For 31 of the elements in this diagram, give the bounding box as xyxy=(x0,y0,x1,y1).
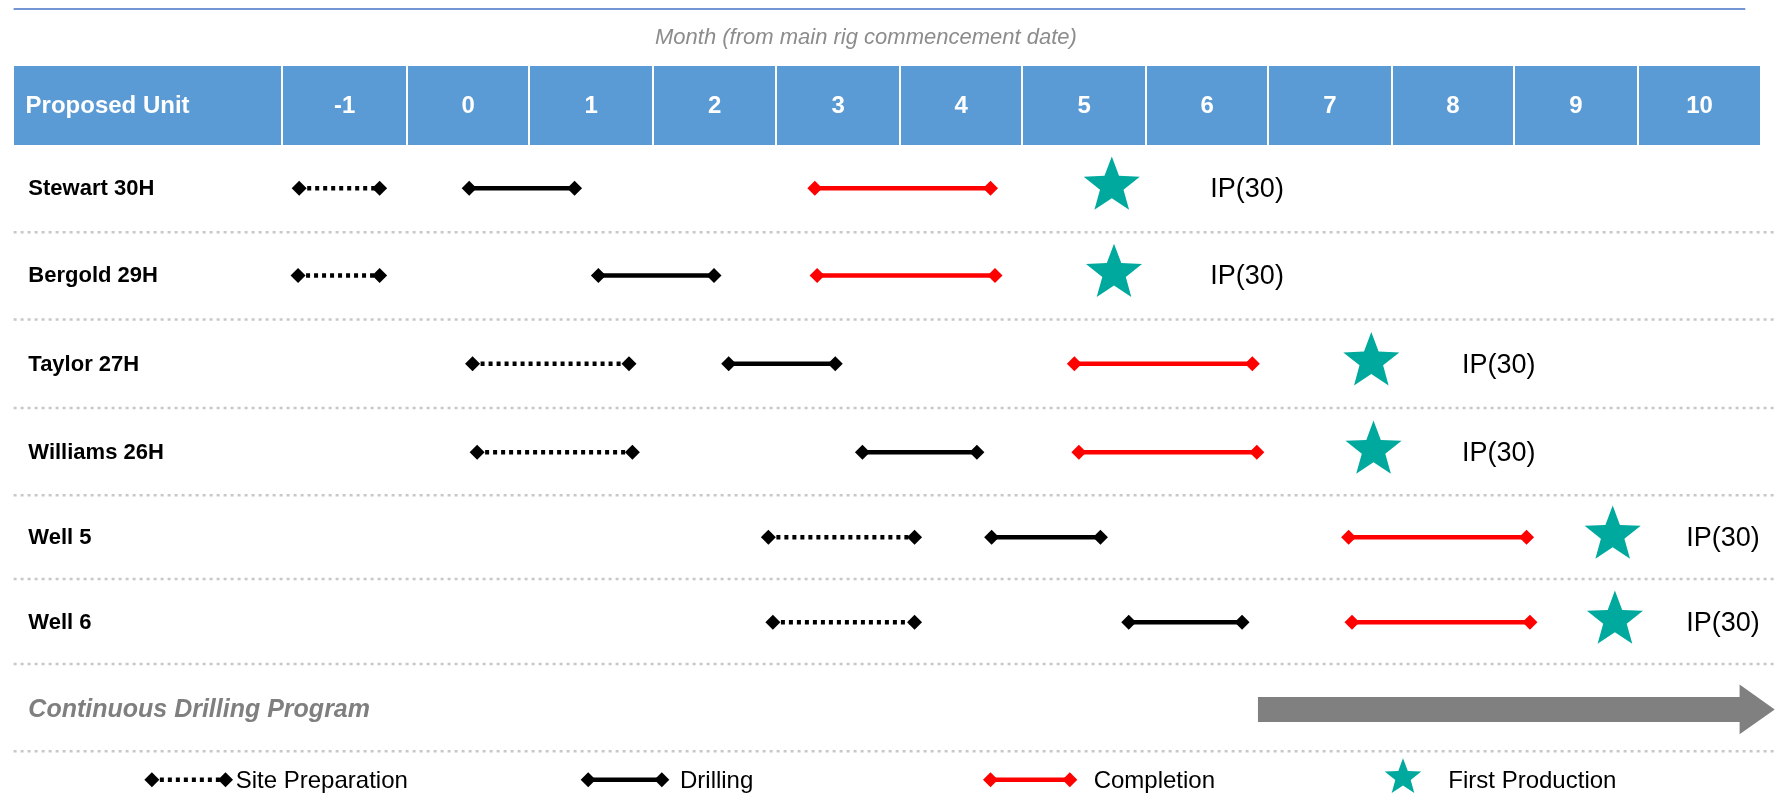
header-cell: -1 xyxy=(283,65,406,146)
row-label: Well 6 xyxy=(28,611,92,634)
header-cell: 0 xyxy=(408,65,529,146)
header-cell: 10 xyxy=(1638,65,1761,146)
row-label: Stewart 30H xyxy=(28,177,155,200)
production-note: IP(30) xyxy=(1210,175,1284,203)
row-label: Well 5 xyxy=(28,526,92,549)
header-cell: 9 xyxy=(1515,65,1637,146)
header-cell: 5 xyxy=(1023,65,1145,146)
header-cell: Proposed Unit xyxy=(13,65,282,146)
header-cell: 1 xyxy=(530,65,652,146)
legend-label: Site Preparation xyxy=(235,767,408,792)
legend-label: Completion xyxy=(1093,767,1216,792)
row-label: Taylor 27H xyxy=(28,352,140,375)
header-cell: 6 xyxy=(1146,65,1268,146)
header-cell: 8 xyxy=(1392,65,1514,146)
header-cell: 7 xyxy=(1269,65,1391,146)
production-note: IP(30) xyxy=(1686,524,1760,552)
header-cell: 4 xyxy=(900,65,1022,146)
legend-label: Drilling xyxy=(679,767,754,792)
program-label: Continuous Drilling Program xyxy=(28,696,370,722)
row-label: Williams 26H xyxy=(28,441,164,464)
header-cell: 2 xyxy=(653,65,776,146)
legend-label: First Production xyxy=(1448,767,1617,792)
production-note: IP(30) xyxy=(1210,262,1284,290)
production-note: IP(30) xyxy=(1686,609,1760,637)
row-label: Bergold 29H xyxy=(28,264,158,287)
header-cell: 3 xyxy=(777,65,899,146)
production-note: IP(30) xyxy=(1461,439,1536,467)
axis-title: Month (from main rig commencement date) xyxy=(655,26,1077,49)
production-note: IP(30) xyxy=(1461,350,1536,378)
